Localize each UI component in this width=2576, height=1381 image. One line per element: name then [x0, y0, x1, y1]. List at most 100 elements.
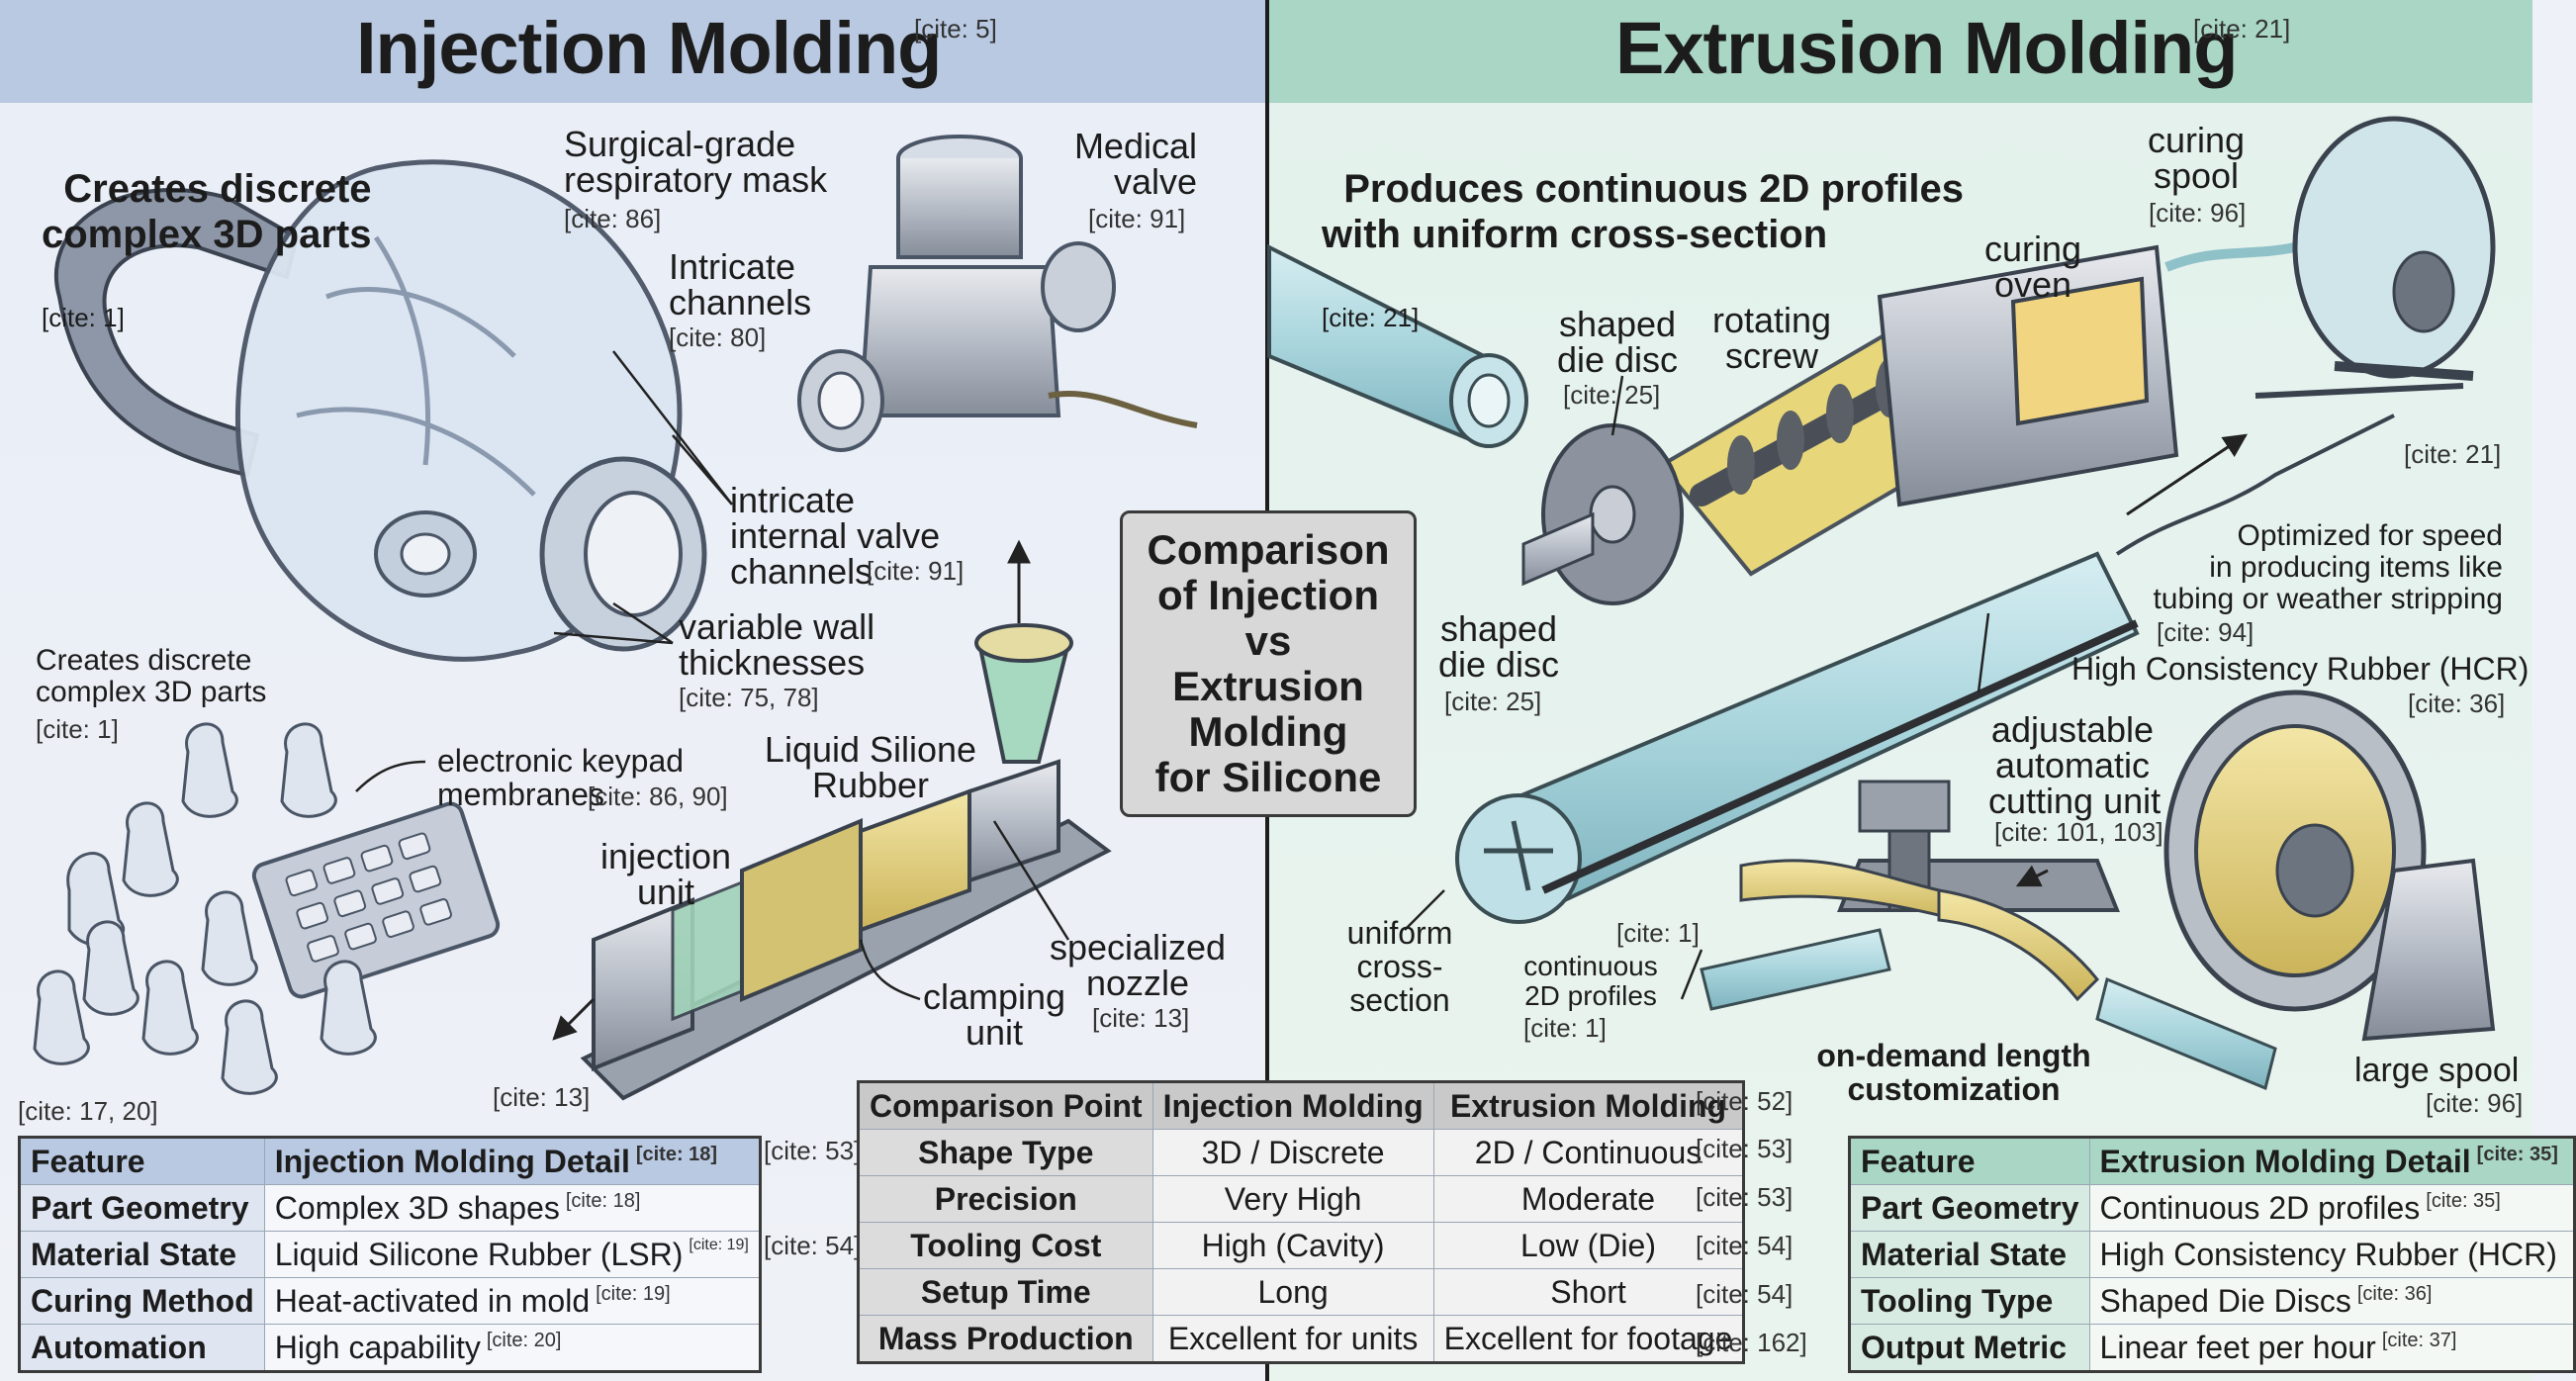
speed-cite: [cite: 94] [2157, 617, 2254, 647]
header-detail: Extrusion Molding Detail[cite: 35] [2088, 1137, 2575, 1185]
point-cell: Precision [858, 1175, 1153, 1223]
die-disc-top-label: shaped die disc [1556, 304, 1679, 380]
internal-channels-cite: [cite: 91] [867, 556, 965, 586]
large-spool-illustration [2163, 690, 2496, 1042]
injection-title-cite: [cite: 5] [914, 14, 997, 44]
mask-label: Surgical-grade respiratory mask [564, 124, 828, 200]
comparison-table: Comparison Point Injection Molding Extru… [857, 1080, 1746, 1364]
center-side-cite-a: [cite: 53] [764, 1136, 862, 1165]
extrusion-cell: Low (Die) [1432, 1222, 1745, 1269]
rotating-screw-label: rotating screw [1711, 300, 1832, 376]
comparison-box: Comparison of Injection vs Extrusion Mol… [1120, 510, 1417, 817]
nozzle-cite: [cite: 13] [1092, 1003, 1190, 1033]
injection-title: Injection Molding [356, 7, 942, 89]
valve-cite: [cite: 91] [1088, 204, 1186, 233]
nozzle-label: specialized nozzle [1049, 927, 1227, 1003]
channels-label: Intricate channels [669, 246, 812, 322]
mid-row-cite-3: [cite: 54] [1696, 1231, 1794, 1260]
injection-detail-table: Feature Injection Molding Detail[cite: 1… [18, 1136, 762, 1373]
lsr-label: Liquid Silione Rubber [764, 729, 977, 805]
discrete-parts-cite: [cite: 1] [36, 714, 119, 744]
detail-cell: High capability[cite: 20] [263, 1324, 761, 1372]
bottom-cite-a: [cite: 17, 20] [18, 1096, 158, 1126]
continuous-profiles-label: continuous 2D profiles [1523, 951, 1658, 1011]
bottom-cite-b: [cite: 13] [493, 1082, 591, 1112]
large-spool-cite: [cite: 96] [2426, 1088, 2524, 1118]
extrusion-heading: Produces continuous 2D profiles with uni… [1322, 167, 1964, 332]
injection-cell: 3D / Discrete [1151, 1129, 1434, 1176]
extrusion-title-cite: [cite: 21] [2193, 14, 2291, 44]
extrusion-header: Extrusion Molding [cite: 21] [1269, 0, 2532, 103]
large-spool-label: large spool [2354, 1052, 2520, 1089]
header-detail: Injection Molding Detail[cite: 18] [263, 1137, 761, 1185]
extrusion-cell: 2D / Continuous [1432, 1129, 1745, 1176]
on-demand-length-label: on-demand length customization [1816, 1038, 2091, 1107]
mid-row-cite-2: [cite: 53] [1696, 1182, 1794, 1212]
detail-cell: Linear feet per hour[cite: 37] [2088, 1324, 2575, 1372]
detail-cell: Continuous 2D profiles[cite: 35] [2088, 1184, 2575, 1232]
detail-cell: Liquid Silicone Rubber (LSR)[cite: 19] [263, 1231, 761, 1278]
cutting-unit-illustration [1700, 780, 2277, 1091]
header-extrusion: Extrusion Molding [1432, 1081, 1745, 1130]
point-cell: Mass Production [858, 1315, 1153, 1363]
feature-cell: Output Metric [1849, 1324, 2090, 1372]
feature-cell: Material State [1849, 1231, 2090, 1278]
table-header-row: Feature Injection Molding Detail[cite: 1… [19, 1137, 761, 1185]
clamping-unit-label: clamping unit [922, 976, 1066, 1053]
die-disc-cite: [cite: 25] [1444, 687, 1542, 716]
extruded-tube-illustration [1267, 243, 1528, 448]
point-cell: Tooling Cost [858, 1222, 1153, 1269]
extrusion-title: Extrusion Molding [1615, 7, 2238, 89]
curing-spool-cite: [cite: 96] [2149, 198, 2247, 228]
cutting-unit-label: adjustable automatic cutting unit [1988, 709, 2162, 821]
curing-spool-label: curing spool [2147, 120, 2246, 196]
feature-cell: Tooling Type [1849, 1277, 2090, 1325]
injection-header: Injection Molding [cite: 5] [0, 0, 1265, 103]
mask-cite: [cite: 86] [564, 204, 662, 233]
detail-cell: Shaped Die Discs[cite: 36] [2088, 1277, 2575, 1325]
cutting-unit-cite: [cite: 101, 103] [1994, 817, 2163, 847]
profile-cite: [cite: 1] [1616, 918, 1700, 948]
die-disc-label: shaped die disc [1437, 608, 1560, 685]
mid-row-cite-1: [cite: 53] [1696, 1134, 1794, 1163]
table-header-row: Comparison Point Injection Molding Extru… [858, 1081, 1745, 1130]
point-cell: Setup Time [858, 1268, 1153, 1316]
injection-machine-illustration [552, 539, 1112, 1101]
hcr-label: High Consistency Rubber (HCR) [2071, 651, 2530, 687]
curing-spool-illustration [2254, 116, 2496, 399]
injection-cell: Very High [1151, 1175, 1434, 1223]
keypad-label: electronic keypad membranes [437, 743, 685, 812]
discrete-parts-label: Creates discrete complex 3D parts [36, 644, 267, 708]
respiratory-mask-illustration [53, 159, 733, 662]
injection-cell: Long [1151, 1268, 1434, 1316]
die-disc-top-cite: [cite: 25] [1563, 380, 1661, 410]
silicone-parts-illustration [33, 722, 501, 1095]
detail-cell: Heat-activated in mold[cite: 19] [263, 1277, 761, 1325]
wall-thickness-label: variable wall thicknesses [679, 606, 875, 683]
injection-heading-cite: [cite: 1] [42, 303, 125, 332]
extruder-illustration [1521, 242, 2296, 605]
extrusion-cell: Short [1432, 1268, 1745, 1316]
wall-thickness-cite: [cite: 75, 78] [679, 683, 819, 712]
injection-cell: High (Cavity) [1151, 1222, 1434, 1269]
valve-label: Medical valve [1073, 126, 1197, 202]
internal-channels-label: intricate internal valve channels [730, 480, 941, 592]
keypad-cite: [cite: 86, 90] [588, 782, 728, 811]
header-feature: Feature [1849, 1137, 2090, 1185]
mid-row-cite-5: [cite: 162] [1696, 1328, 1807, 1357]
medical-valve-illustration [797, 135, 1198, 452]
feature-cell: Part Geometry [1849, 1184, 2090, 1232]
injection-cell: Excellent for units [1151, 1315, 1434, 1363]
mid-header-cite: [cite: 52] [1696, 1086, 1794, 1116]
extrusion-heading-cite: [cite: 21] [1322, 303, 1420, 332]
extrusion-detail-table: Feature Extrusion Molding Detail[cite: 3… [1848, 1136, 2576, 1373]
center-side-cite-b: [cite: 54] [764, 1231, 862, 1260]
hcr-cite: [cite: 36] [2408, 689, 2506, 718]
